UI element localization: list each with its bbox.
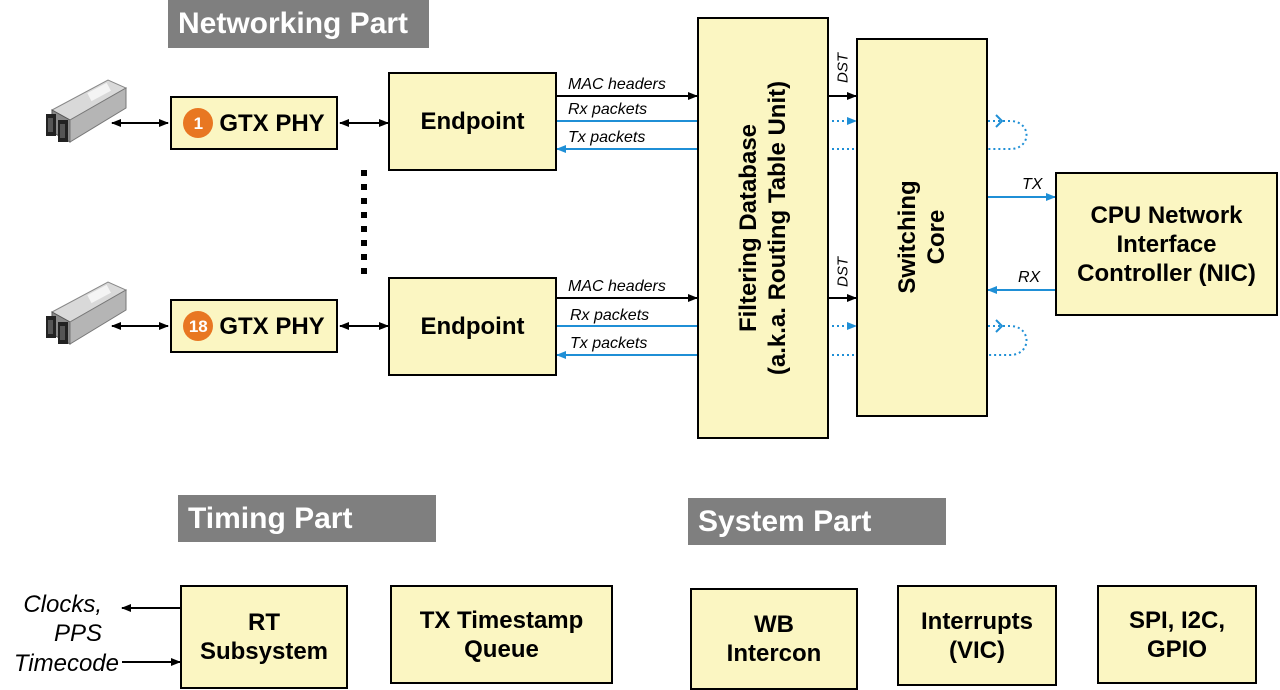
port-number-badge: 1 [183,108,214,138]
networking-part-header: Networking Part [168,0,429,48]
mac-headers-label: MAC headers [568,76,666,93]
phy-label: GTX PHY [219,109,325,137]
port-ellipsis [361,170,367,274]
phy-label: GTX PHY [219,312,325,340]
gtx-phy-box-1: 1 GTX PHY [170,96,338,150]
wb-intercon-box: WB Intercon [690,588,858,690]
cpu-nic-box: CPU Network Interface Controller (NIC) [1055,172,1278,316]
switching-core-box [856,38,988,417]
tx-timestamp-queue-box: TX Timestamp Queue [390,585,613,684]
endpoint-box-18: Endpoint [388,277,557,376]
filtering-database-label: Filtering Database (a.k.a. Routing Table… [735,80,791,376]
endpoint-box-1: Endpoint [388,72,557,171]
mac-headers-label: MAC headers [568,278,666,295]
loop-1 [988,120,1028,150]
gtx-phy-box-18: 18 GTX PHY [170,299,338,353]
clocks-pps-label: Clocks, PPS [23,591,102,647]
timecode-label: Timecode [13,650,119,677]
filtering-database-box [697,17,829,439]
tx-label: TX [1022,176,1043,193]
rx-label: RX [1018,269,1041,286]
switching-core-label: Switching Core [894,180,950,294]
rt-subsystem-box: RT Subsystem [180,585,348,689]
spi-i2c-gpio-box: SPI, I2C, GPIO [1097,585,1257,684]
interrupts-vic-box: Interrupts (VIC) [897,585,1057,686]
loop-18 [988,325,1028,356]
system-part-header: System Part [688,498,946,545]
sfp-transceiver-icon [46,79,128,143]
rx-packets-label: Rx packets [570,307,650,324]
timing-part-header: Timing Part [178,495,436,542]
rx-packets-label: Rx packets [568,101,648,118]
dst-label: DST [834,53,852,83]
port-number-badge: 18 [183,311,214,341]
sfp-transceiver-icon [46,281,128,345]
tx-packets-label: Tx packets [570,335,648,352]
dst-label: DST [834,257,852,287]
tx-packets-label: Tx packets [568,129,646,146]
